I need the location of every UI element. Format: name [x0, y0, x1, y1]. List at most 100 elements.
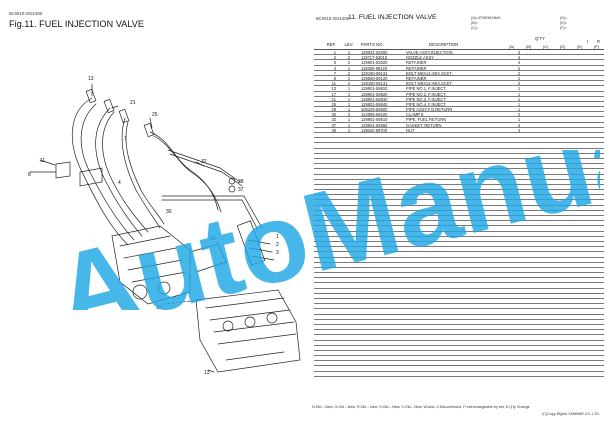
quantity-cell: 1: [517, 75, 521, 81]
description-cell: PIPE ASSY,F.O.RETURN: [406, 107, 453, 113]
qty-col-c: (C): [542, 44, 549, 49]
quantity-cell: 4: [517, 50, 521, 55]
level-cell: 2: [347, 55, 351, 61]
level-cell: 1: [347, 117, 351, 123]
qty-col-e: (E): [577, 44, 583, 49]
part-number-cell: 119305-99120: [361, 65, 388, 71]
empty-table-row: [314, 325, 604, 331]
description-cell: PIPE NO.4, F.INJECT.: [406, 101, 447, 107]
diagram-callouts: 13 21 25 7 11 8 4 32 38 37 30 29 1 2 3 1…: [28, 76, 279, 376]
level-cell: 1: [347, 101, 351, 107]
description-cell: RETAINER: [406, 75, 427, 81]
empty-table-row: [314, 252, 604, 258]
empty-table-row: [314, 200, 604, 206]
empty-table-row: [314, 263, 604, 268]
exploded-parts-diagram: 13 21 25 7 11 8 4 32 38 37 30 29 1 2 3 1…: [28, 76, 301, 376]
quantity-cell: 4: [517, 122, 521, 128]
callout-1: 1: [276, 234, 279, 240]
empty-table-row: [314, 206, 604, 211]
parts-table-header: REF. LEV. PARTS NO. DESCRIPTION: [314, 40, 604, 50]
qty-col-a: (A): [509, 44, 515, 49]
description-cell: RETAINER: [406, 65, 427, 71]
callout-38: 38: [238, 179, 244, 185]
col-part-no: PARTS NO.: [361, 41, 384, 47]
quantity-cell: 1: [517, 101, 521, 107]
part-number-cell: 129901-53020: [361, 60, 388, 66]
callout-21: 21: [130, 100, 136, 106]
empty-table-row: [314, 138, 604, 144]
description-cell: GASKET, RETURN: [406, 122, 442, 128]
empty-table-row: [314, 175, 604, 180]
ref-cell: 17: [331, 91, 336, 97]
description-cell: PIPE NO.1, F.INJECT.: [406, 86, 447, 92]
level-cell: 2: [347, 81, 351, 87]
r-column-label: R: [597, 39, 601, 44]
empty-table-row: [314, 330, 604, 336]
empty-table-row: [314, 242, 604, 248]
ref-cell: 30: [331, 112, 336, 118]
empty-table-row: [314, 366, 604, 372]
part-number-cell: 129901-59840: [361, 101, 388, 107]
qty-col-b: (B): [525, 44, 532, 49]
empty-table-row: [314, 309, 604, 315]
empty-table-row: [314, 149, 604, 154]
callout-13-bottom: 13: [204, 370, 210, 376]
description-cell: BOLT M6X14,HEX.SCKT.: [406, 81, 453, 87]
ref-cell: 29: [331, 107, 336, 113]
callout-37: 37: [238, 187, 244, 193]
quantity-cell: 2: [517, 112, 521, 118]
callout-30: 30: [166, 209, 172, 215]
quantity-cell: 4: [517, 55, 521, 61]
level-cell: 1: [347, 75, 351, 81]
part-number-cell: 105225-59500: [361, 107, 388, 113]
part-number-cell: 124085-59100: [361, 112, 388, 118]
empty-table-row: [314, 289, 604, 294]
empty-table-row: [314, 154, 604, 159]
model-code-d: (D)=: [560, 16, 568, 20]
empty-table-row: [314, 315, 604, 320]
empty-table-row: [314, 361, 604, 367]
page-code: 6CW10-G01400: [316, 16, 350, 21]
quantity-cell: 4: [517, 60, 521, 66]
quantity-cell: 2: [517, 65, 521, 71]
description-cell: NOZZLE ASSY: [406, 55, 434, 61]
model-code-e: (E)=: [560, 21, 567, 25]
empty-table-row: [314, 133, 604, 139]
part-number-cell: 129901-59560: [361, 122, 388, 128]
callout-11: 11: [40, 158, 45, 164]
qty-column-headers: (A) (B) (C) (D) (E) (F): [509, 44, 599, 49]
empty-table-row: [314, 232, 604, 237]
level-cell: 2: [347, 70, 351, 76]
level-cell: 1: [347, 50, 351, 55]
empty-table-row: [314, 268, 604, 274]
empty-table-row: [314, 273, 604, 279]
callout-25: 25: [152, 112, 158, 118]
callout-32: 32: [201, 159, 207, 165]
empty-table-row: [314, 195, 604, 201]
description-cell: PIPE, FUEL RETURN: [406, 117, 447, 123]
ref-cell: 2: [333, 55, 336, 61]
empty-table-row: [314, 143, 604, 149]
quantity-cell: 1: [517, 91, 521, 97]
col-lev: LEV.: [344, 41, 354, 47]
level-cell: 1: [347, 127, 351, 133]
quantity-cell: 1: [517, 96, 521, 102]
quantity-cell: 2: [517, 81, 521, 87]
empty-table-row: [314, 299, 604, 305]
part-number-cell: 129901-59830: [361, 96, 388, 102]
ref-cell: 32: [331, 117, 336, 123]
ref-cell: 21: [331, 96, 336, 102]
ref-cell: 13: [331, 86, 336, 92]
description-cell: NUT: [406, 127, 415, 133]
empty-table-row: [314, 180, 604, 185]
model-codes-right: (D)= (E)= (F)=: [560, 16, 567, 31]
